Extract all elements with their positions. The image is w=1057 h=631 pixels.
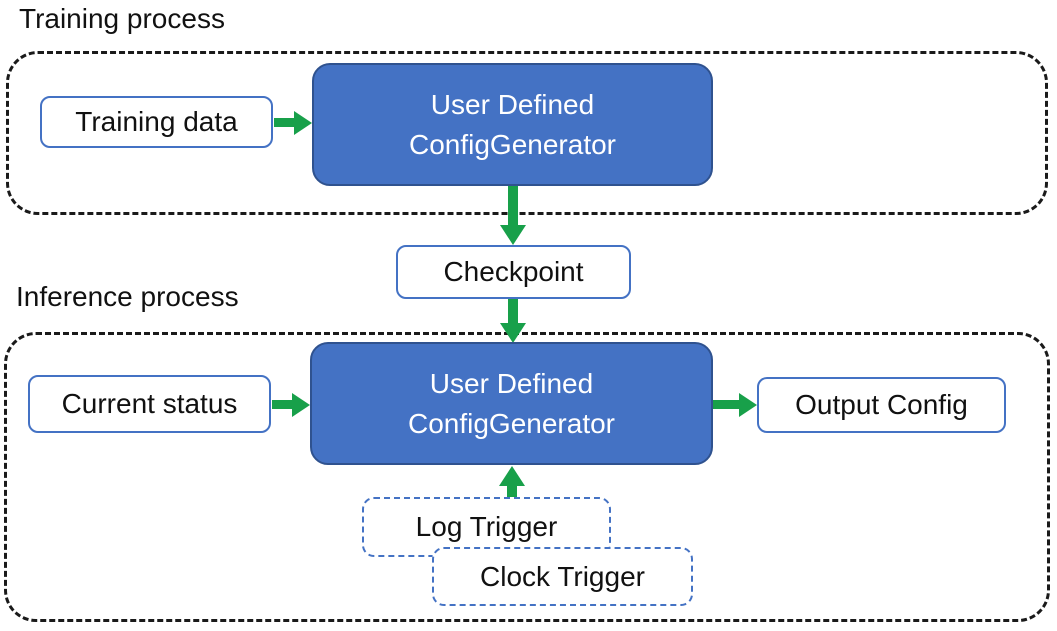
training-data-node: Training data: [40, 96, 273, 148]
generator-label-line1: User Defined: [430, 88, 595, 120]
arrow-shaft: [508, 299, 518, 323]
output-config-node: Output Config: [757, 377, 1006, 433]
current-status-node: Current status: [28, 375, 271, 433]
generator-label-line2: ConfigGenerator: [407, 407, 615, 439]
generator-label-line2: ConfigGenerator: [408, 128, 616, 160]
inference-process-container: [4, 332, 1050, 622]
generator-label-line1: User Defined: [429, 367, 594, 399]
clock-trigger-node: Clock Trigger: [432, 547, 693, 606]
arrow-head-down-icon: [500, 323, 526, 343]
arrow-head-right-icon: [739, 392, 757, 417]
arrow-current-status-to-generator: [272, 392, 310, 417]
arrow-head-right-icon: [294, 110, 312, 135]
arrow-shaft: [272, 400, 292, 409]
arrow-head-up-icon: [499, 466, 525, 486]
arrow-shaft: [274, 118, 294, 127]
arrow-triggers-to-generator: [499, 466, 525, 498]
inference-process-label: Inference process: [16, 281, 239, 312]
user-defined-configgenerator-training-node: User Defined ConfigGenerator: [312, 63, 713, 186]
checkpoint-node: Checkpoint: [396, 245, 631, 299]
arrow-head-right-icon: [292, 392, 310, 417]
arrow-shaft: [507, 486, 517, 498]
training-process-label: Training process: [19, 3, 225, 34]
arrow-shaft: [508, 186, 518, 225]
training-process-container: [6, 51, 1048, 215]
arrow-head-down-icon: [500, 225, 526, 245]
arrow-generator-to-checkpoint: [500, 186, 526, 245]
arrow-generator-to-output-config: [713, 392, 757, 417]
arrow-shaft: [713, 400, 739, 409]
arrow-checkpoint-to-generator: [500, 299, 526, 343]
user-defined-configgenerator-inference-node: User Defined ConfigGenerator: [310, 342, 713, 465]
arrow-training-data-to-generator: [274, 110, 312, 135]
